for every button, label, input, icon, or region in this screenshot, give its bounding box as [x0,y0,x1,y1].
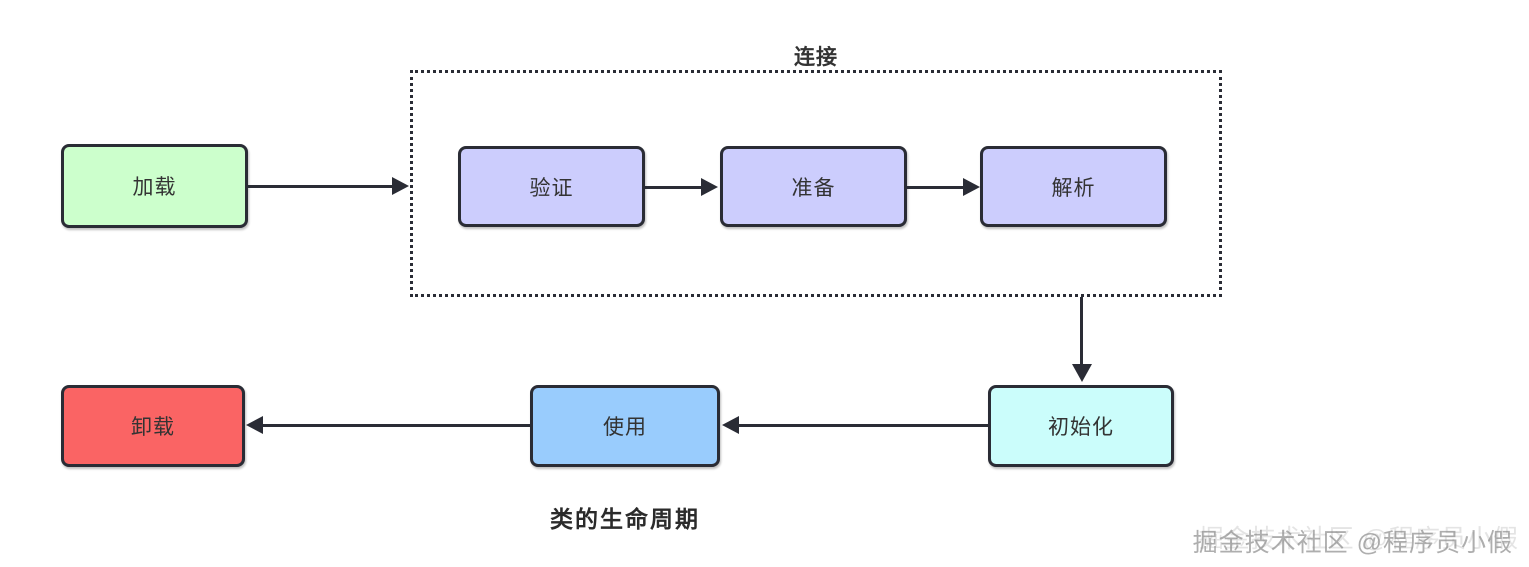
arrow-right-icon [963,178,980,196]
arrow-left-icon [722,416,739,434]
edge-prepare-to-resolve-line [907,186,965,189]
group-label-linking: 连接 [794,46,838,69]
node-use[interactable]: 使用 [530,385,720,467]
edge-linking-to-initialize-line [1080,297,1083,369]
edge-initialize-to-use-line [730,424,988,427]
watermark: 掘金技术社区 @程序员小假 [1192,529,1513,557]
arrow-left-icon [246,416,263,434]
arrow-down-icon [1072,364,1092,382]
linking-group-container [410,70,1222,297]
node-prepare[interactable]: 准备 [720,146,907,227]
node-verify[interactable]: 验证 [458,146,645,227]
edge-use-to-unload-line [255,424,530,427]
node-unload[interactable]: 卸载 [61,385,245,467]
arrow-right-icon [701,178,718,196]
watermark-shadow: 掘金技术社区 @程序员小假 [1198,525,1519,553]
node-resolve[interactable]: 解析 [980,146,1167,227]
node-initialize[interactable]: 初始化 [988,385,1174,467]
diagram-caption: 类的生命周期 [550,506,700,532]
node-load[interactable]: 加载 [61,144,248,228]
edge-verify-to-prepare-line [645,186,703,189]
edge-load-to-linking-line [248,185,394,188]
arrow-right-icon [392,177,409,195]
